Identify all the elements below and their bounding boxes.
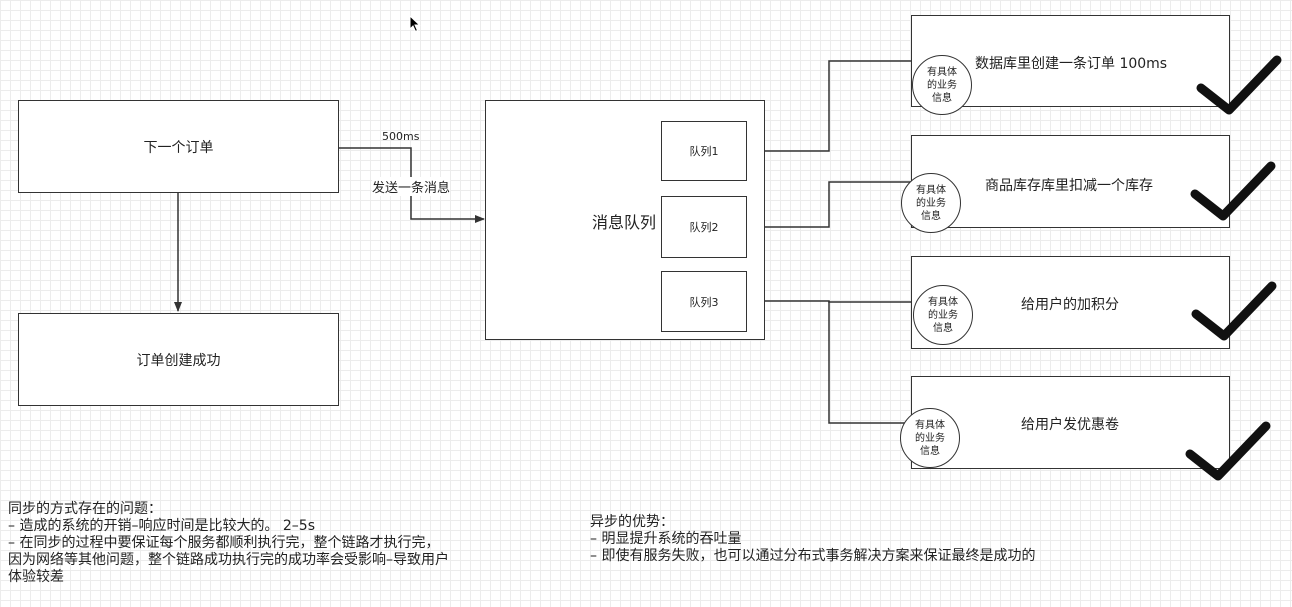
queue-1: 队列1 [661, 121, 747, 181]
service-label: 商品库存库里扣减一个库存 [985, 178, 1153, 194]
business-info-badge: 有具体 的业务 信息 [912, 55, 972, 115]
arrow-service1-to-queue1 [748, 60, 911, 155]
arrow-service3-to-queue3 [748, 297, 911, 305]
check-icon [1196, 55, 1282, 115]
note-line: 同步的方式存在的问题： [8, 501, 162, 517]
sync-problems-note: 同步的方式存在的问题： – 造成的系统的开销–响应时间是比较大的。 2–5s –… [8, 501, 449, 586]
order-box-label: 下一个订单 [143, 139, 214, 156]
order-success-label: 订单创建成功 [136, 352, 221, 369]
service-label: 给用户的加积分 [1021, 297, 1119, 313]
order-box: 下一个订单 [18, 100, 339, 193]
note-line: – 即使有服务失败，也可以通过分布式事务解决方案来保证最终是成功的 [590, 548, 1036, 564]
async-advantages-note: 异步的优势： – 明显提升系统的吞吐量 – 即使有服务失败，也可以通过分布式事务… [590, 514, 1035, 565]
note-line: – 在同步的过程中要保证每个服务都顺利执行完，整个链路才执行完， [8, 535, 440, 551]
timing-label: 500ms [382, 130, 420, 143]
send-message-label: 发送一条消息 [372, 177, 451, 196]
mouse-cursor-icon [409, 15, 421, 33]
queue-1-label: 队列1 [689, 145, 719, 158]
check-icon [1191, 281, 1277, 341]
check-icon [1190, 161, 1276, 221]
business-info-badge: 有具体 的业务 信息 [913, 285, 973, 345]
queue-2: 队列2 [661, 196, 747, 258]
order-success-box: 订单创建成功 [18, 313, 339, 406]
queue-3: 队列3 [661, 271, 747, 332]
service-label: 给用户发优惠卷 [1021, 417, 1119, 433]
check-icon [1185, 421, 1271, 481]
service-box-send-coupon: 给用户发优惠卷 [911, 376, 1230, 469]
queue-2-label: 队列2 [689, 221, 719, 234]
note-line: – 造成的系统的开销–响应时间是比较大的。 2–5s [8, 518, 316, 534]
note-line: – 明显提升系统的吞吐量 [590, 531, 742, 547]
service-label: 数据库里创建一条订单 100ms [975, 56, 1168, 72]
note-line: 异步的优势： [590, 514, 674, 530]
queue-3-label: 队列3 [689, 295, 719, 309]
note-line: 因为网络等其他问题，整个链路成功执行完的成功率会受影响–导致用户 [8, 552, 449, 568]
business-info-badge: 有具体 的业务 信息 [901, 173, 961, 233]
arrow-service2-to-queue2 [748, 181, 911, 231]
service-box-reduce-stock: 商品库存库里扣减一个库存 [911, 135, 1230, 228]
business-info-badge: 有具体 的业务 信息 [900, 408, 960, 468]
message-queue-title: 消息队列 [592, 213, 657, 232]
note-line: 体验较差 [8, 569, 64, 585]
line-service4-to-queue3 [828, 301, 911, 424]
